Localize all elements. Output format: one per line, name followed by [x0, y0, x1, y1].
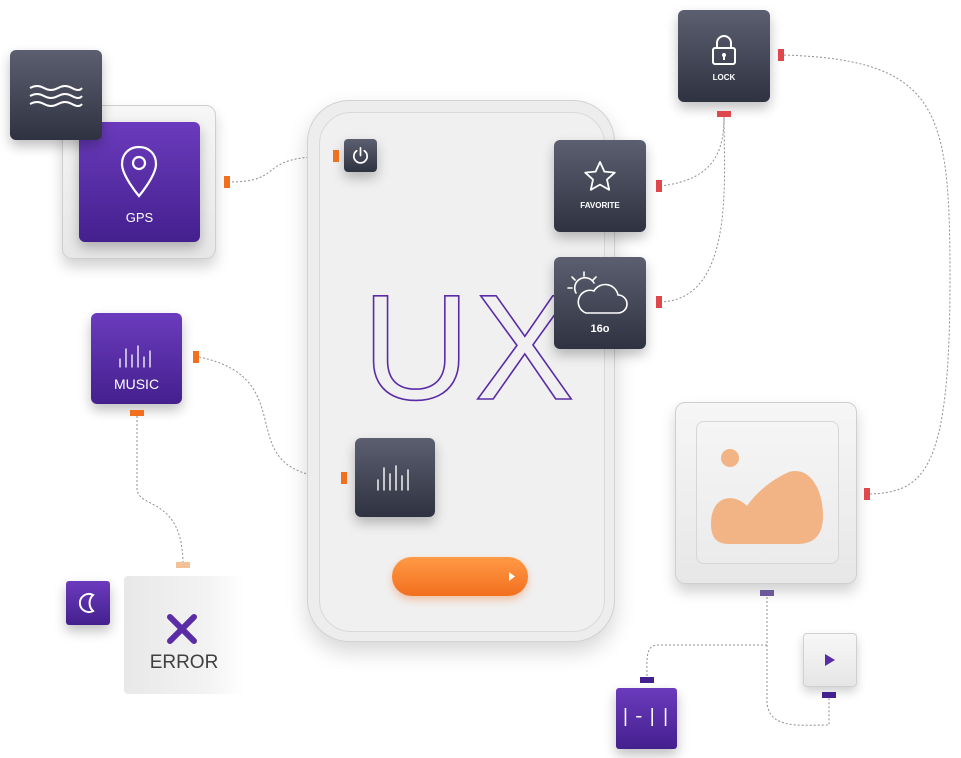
phone-heading: UX — [361, 263, 579, 431]
pause-port — [640, 677, 654, 683]
gps-label: GPS — [125, 210, 154, 225]
power-button[interactable] — [344, 139, 377, 172]
partly-cloudy-icon — [567, 271, 628, 314]
favorite-port — [656, 180, 662, 192]
connector-favorite-lock — [659, 116, 725, 187]
equalizer-icon — [377, 465, 409, 491]
lock-label: LOCK — [712, 73, 736, 82]
gps-port — [224, 176, 230, 188]
music-label: MUSIC — [113, 376, 160, 392]
image-port-bottom — [760, 590, 774, 596]
pause-tile-label: |-|| — [619, 706, 674, 728]
power-icon — [353, 147, 368, 164]
equalizer-icon — [119, 345, 151, 368]
weather-label: 16o — [590, 323, 610, 335]
connector-image-pause — [646, 644, 767, 678]
play-port — [822, 692, 836, 698]
favorite-label: FAVORITE — [580, 201, 620, 210]
phone-equalizer-tile[interactable] — [355, 438, 435, 517]
star-icon — [584, 161, 616, 191]
music-port-bottom — [130, 410, 144, 416]
image-port-right — [864, 488, 870, 500]
error-label: ERROR — [149, 652, 219, 673]
waves-tile[interactable] — [10, 50, 102, 140]
waves-icon — [29, 85, 83, 107]
connector-weather-lock — [659, 116, 726, 303]
phone-action-button[interactable] — [392, 557, 528, 596]
image-inner-frame — [696, 421, 839, 564]
gps-tile[interactable]: GPS — [79, 122, 200, 242]
chevron-right-icon — [509, 572, 515, 581]
phone-equalizer-port — [341, 472, 347, 484]
favorite-tile[interactable]: FAVORITE — [554, 140, 646, 232]
music-tile[interactable]: MUSIC — [91, 313, 182, 404]
connector-music-error — [136, 416, 184, 566]
map-pin-icon — [120, 145, 158, 198]
image-card[interactable] — [675, 402, 857, 584]
play-tile[interactable] — [803, 633, 857, 687]
play-icon — [825, 654, 835, 666]
music-port-right — [193, 351, 199, 363]
weather-tile[interactable]: 16o — [554, 257, 646, 349]
lock-port-right — [778, 49, 784, 61]
power-port — [333, 150, 339, 162]
pause-tile[interactable]: |-|| — [616, 688, 677, 749]
x-mark-icon — [167, 614, 197, 644]
lock-port-bottom — [717, 111, 731, 117]
image-icon — [711, 449, 823, 544]
error-port — [176, 562, 190, 568]
moon-icon — [78, 593, 95, 613]
padlock-icon — [712, 35, 736, 65]
moon-tile[interactable] — [66, 581, 110, 625]
error-card[interactable]: ERROR — [124, 576, 244, 694]
lock-tile[interactable]: LOCK — [678, 10, 770, 102]
weather-port — [656, 296, 662, 308]
